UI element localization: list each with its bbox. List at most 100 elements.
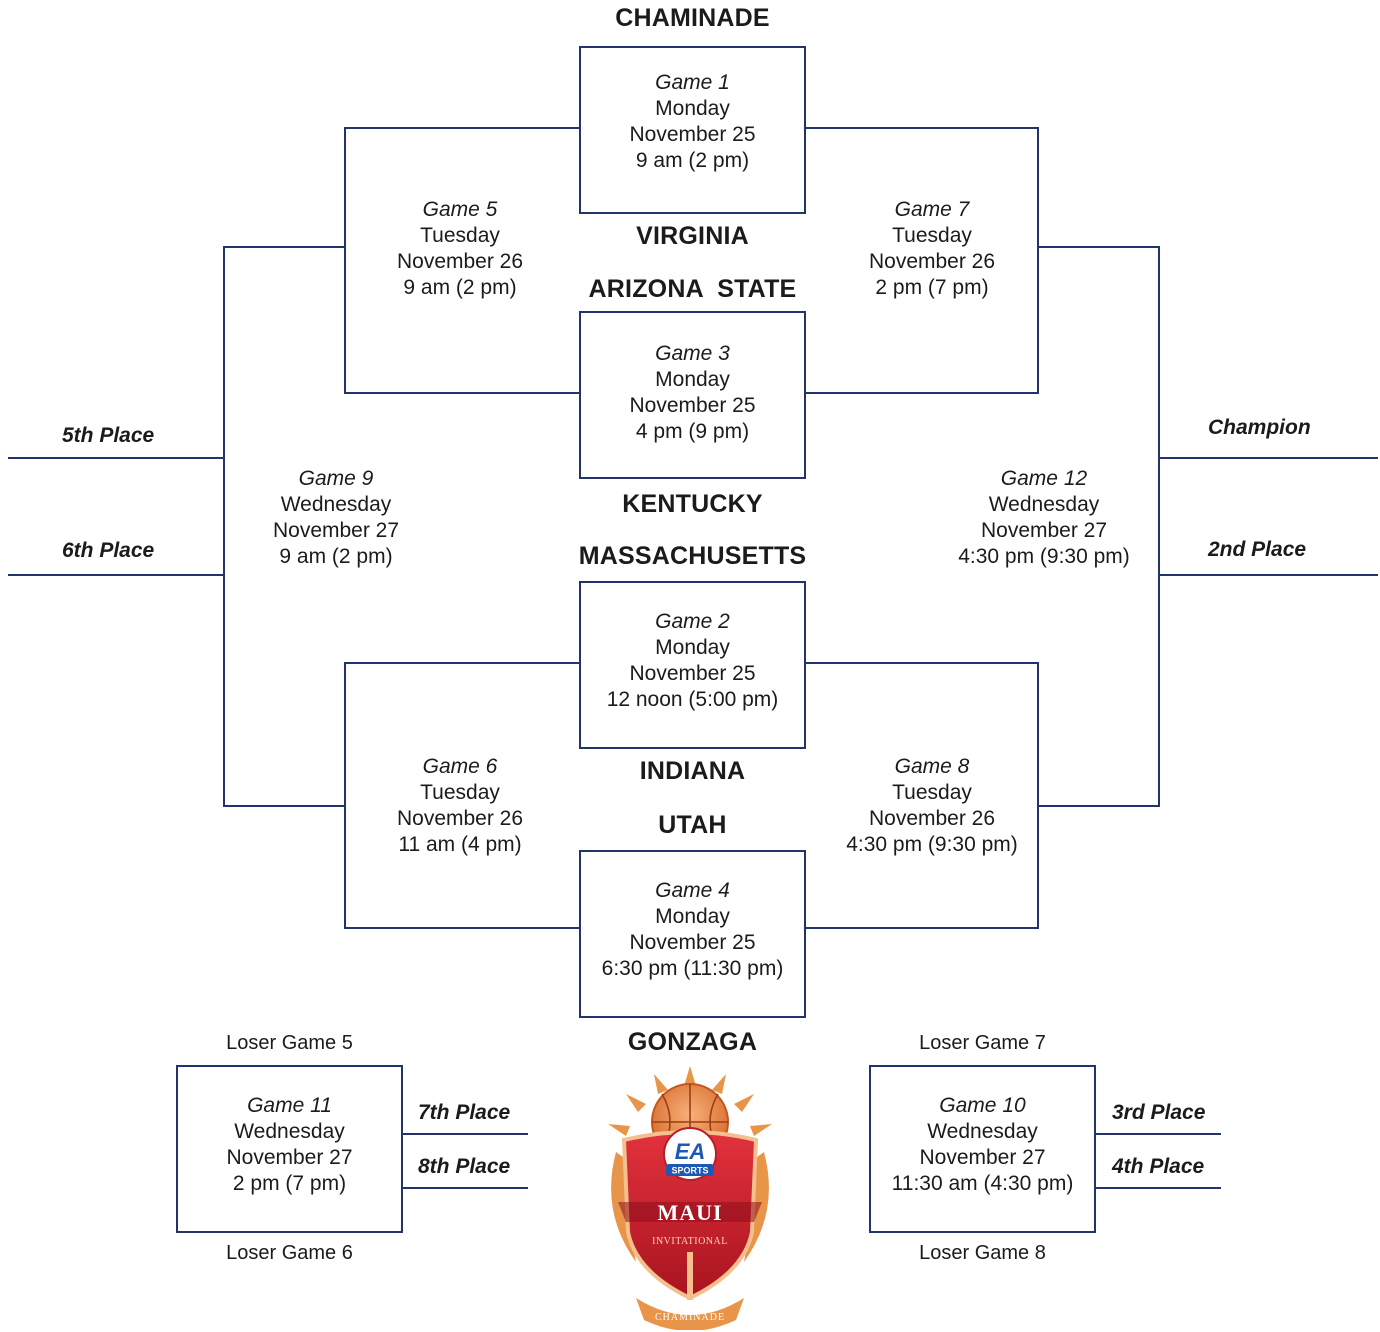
team-massachusetts: MASSACHUSETTS <box>578 542 807 570</box>
game-6-info: Game 6 Tuesday November 26 11 am (4 pm) <box>360 754 560 858</box>
game-day: Tuesday <box>892 224 972 247</box>
game-day: Tuesday <box>420 781 500 804</box>
label-loser-game-7: Loser Game 7 <box>919 1032 1046 1054</box>
game-8-info: Game 8 Tuesday November 26 4:30 pm (9:30… <box>822 754 1042 858</box>
connector-g12 <box>1038 246 1160 807</box>
game-date: November 25 <box>629 931 756 954</box>
team-gonzaga: GONZAGA <box>627 1028 758 1056</box>
game-day: Wednesday <box>280 493 392 516</box>
game-date: November 27 <box>919 1146 1046 1169</box>
label-5th-place: 5th Place <box>62 424 155 447</box>
maui-invitational-logo: EA SPORTS MAUI INVITATIONAL CHAMINADE <box>608 1066 772 1330</box>
game-name: Game 4 <box>655 879 730 902</box>
game-10-info: Game 10 Wednesday November 27 11:30 am (… <box>869 1093 1096 1197</box>
game-date: November 27 <box>226 1146 353 1169</box>
team-arizona-state: ARIZONA STATE <box>588 275 797 303</box>
game-time: 2 pm (7 pm) <box>875 276 989 299</box>
game-4-box <box>579 850 806 1018</box>
game-day: Monday <box>655 97 730 120</box>
game-time: 2 pm (7 pm) <box>232 1172 347 1195</box>
game-date: November 26 <box>868 807 996 830</box>
team-utah: UTAH <box>658 811 727 839</box>
label-4th-place: 4th Place <box>1112 1155 1205 1178</box>
game-time: 4:30 pm (9:30 pm) <box>958 545 1130 568</box>
logo-event: INVITATIONAL <box>652 1236 728 1247</box>
game-day: Tuesday <box>892 781 972 804</box>
game-2-info: Game 2 Monday November 25 12 noon (5:00 … <box>579 609 806 713</box>
game-time: 4:30 pm (9:30 pm) <box>846 833 1018 856</box>
game-name: Game 7 <box>894 198 970 221</box>
game-2-box <box>579 581 806 749</box>
connector-g8 <box>805 662 1039 929</box>
game-day: Wednesday <box>234 1120 345 1143</box>
game-day: Monday <box>655 636 730 659</box>
label-3rd-place: 3rd Place <box>1112 1101 1206 1124</box>
label-8th-place: 8th Place <box>418 1155 511 1178</box>
game-7-info: Game 7 Tuesday November 26 2 pm (7 pm) <box>832 197 1032 301</box>
game-time: 4 pm (9 pm) <box>635 420 750 443</box>
game-date: November 25 <box>629 123 756 146</box>
game-day: Monday <box>655 368 730 391</box>
game-5-info: Game 5 Tuesday November 26 9 am (2 pm) <box>360 197 560 301</box>
game-name: Game 3 <box>655 342 730 365</box>
connector-g5 <box>344 127 580 394</box>
game-name: Game 9 <box>298 467 374 490</box>
game-name: Game 11 <box>247 1094 332 1117</box>
logo-brand: EA <box>675 1139 706 1164</box>
game-date: November 26 <box>868 250 996 273</box>
game-3-info: Game 3 Monday November 25 4 pm (9 pm) <box>579 341 806 445</box>
team-chaminade: CHAMINADE <box>615 4 770 32</box>
label-loser-game-5: Loser Game 5 <box>226 1032 353 1054</box>
logo-sub: SPORTS <box>671 1166 708 1176</box>
logo-host: CHAMINADE <box>655 1312 725 1323</box>
connector-g9 <box>223 246 345 807</box>
game-name: Game 1 <box>655 71 730 94</box>
game-9-info: Game 9 Wednesday November 27 9 am (2 pm) <box>236 466 436 570</box>
crown-rays-icon <box>608 1066 772 1136</box>
connector-g6 <box>344 662 580 929</box>
label-6th-place: 6th Place <box>62 539 155 562</box>
logo-name: MAUI <box>657 1200 722 1225</box>
game-4-info: Game 4 Monday November 25 6:30 pm (11:30… <box>579 878 806 982</box>
game-12-info: Game 12 Wednesday November 27 4:30 pm (9… <box>934 466 1154 570</box>
game-date: November 27 <box>980 519 1108 542</box>
team-virginia: VIRGINIA <box>636 222 749 250</box>
label-champion: Champion <box>1208 416 1311 439</box>
game-name: Game 12 <box>1000 467 1088 490</box>
game-time: 9 am (2 pm) <box>635 149 750 172</box>
game-time: 6:30 pm (11:30 pm) <box>601 957 784 980</box>
connector-g7 <box>805 127 1039 394</box>
team-indiana: INDIANA <box>639 757 746 785</box>
game-time: 11 am (4 pm) <box>398 833 522 856</box>
game-time: 9 am (2 pm) <box>403 276 517 299</box>
game-name: Game 10 <box>939 1094 1026 1117</box>
game-day: Tuesday <box>420 224 500 247</box>
game-date: November 26 <box>396 250 524 273</box>
game-date: November 25 <box>629 662 756 685</box>
label-loser-game-6: Loser Game 6 <box>226 1242 353 1264</box>
game-name: Game 6 <box>422 755 498 778</box>
game-1-box <box>579 46 806 214</box>
game-1-info: Game 1 Monday November 25 9 am (2 pm) <box>579 70 806 174</box>
game-11-info: Game 11 Wednesday November 27 2 pm (7 pm… <box>176 1093 403 1197</box>
game-3-box <box>579 311 806 479</box>
team-kentucky: KENTUCKY <box>622 490 763 518</box>
game-name: Game 8 <box>894 755 970 778</box>
game-name: Game 5 <box>422 198 498 221</box>
label-2nd-place: 2nd Place <box>1208 538 1307 561</box>
game-time: 9 am (2 pm) <box>279 545 393 568</box>
game-day: Wednesday <box>988 493 1100 516</box>
game-11-box <box>176 1065 403 1233</box>
game-date: November 25 <box>629 394 756 417</box>
game-name: Game 2 <box>655 610 730 633</box>
game-day: Wednesday <box>927 1120 1038 1143</box>
game-time: 11:30 am (4:30 pm) <box>891 1172 1074 1195</box>
game-date: November 27 <box>272 519 400 542</box>
game-time: 12 noon (5:00 pm) <box>606 688 779 711</box>
game-date: November 26 <box>396 807 524 830</box>
label-loser-game-8: Loser Game 8 <box>919 1242 1046 1264</box>
game-10-box <box>869 1065 1096 1233</box>
game-day: Monday <box>655 905 730 928</box>
label-7th-place: 7th Place <box>418 1101 511 1124</box>
